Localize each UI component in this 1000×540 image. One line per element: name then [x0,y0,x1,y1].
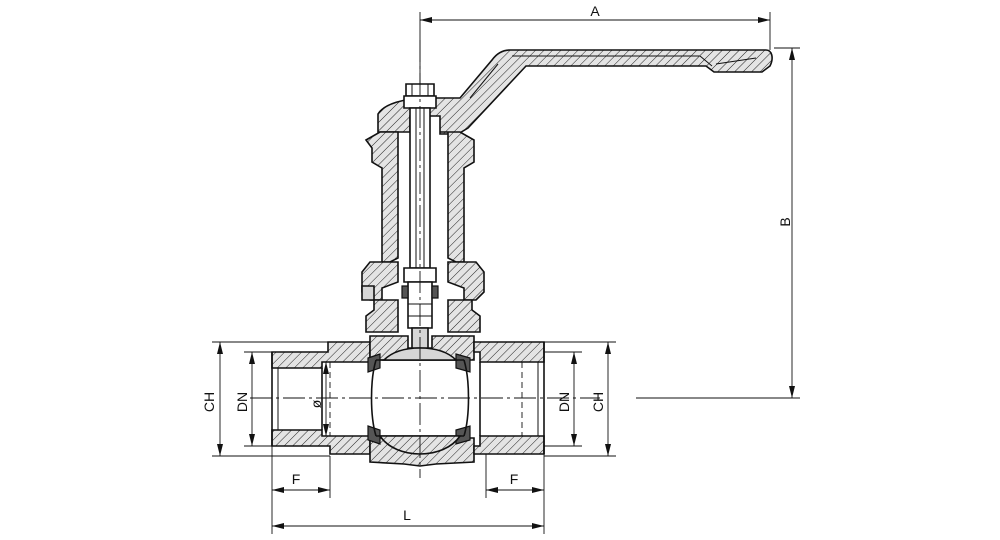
dim-label-ch-left: CH [201,392,217,412]
dim-label-dn-left: DN [234,392,250,412]
dim-label-f-left: F [292,471,301,487]
dim-label-f-right: F [510,471,519,487]
dim-label-diameter: ø [308,399,324,408]
center-lines [250,40,600,478]
ball-and-seats [367,347,471,455]
dim-label-l: L [403,507,411,523]
dim-label-b: B [777,217,793,226]
dim-label-a: A [590,3,600,19]
dim-label-ch-right: CH [590,392,606,412]
stem-housing [361,131,485,333]
dimension-labels: A B CH DN ø DN CH F F L [201,3,793,523]
dimension-lines [212,12,800,534]
lever-handle [377,49,773,135]
dim-label-dn-right: DN [556,392,572,412]
